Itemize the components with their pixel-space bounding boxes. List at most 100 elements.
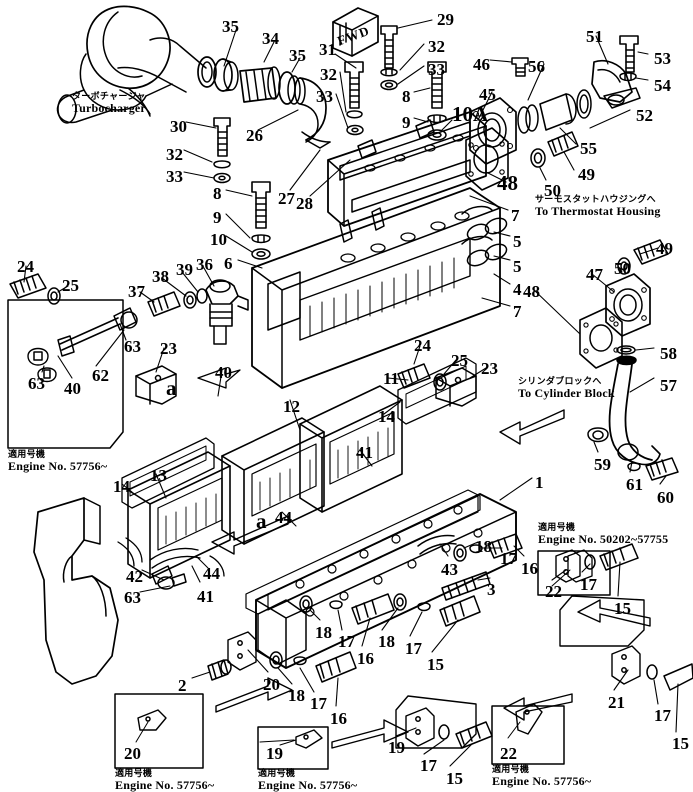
part-number-callout: 10A bbox=[452, 102, 489, 126]
part-number-callout: 7 bbox=[511, 206, 520, 225]
part-number-callout: 8 bbox=[402, 87, 411, 106]
part-number-callout: 8 bbox=[213, 184, 222, 203]
note-caption-jp: 適用号機 bbox=[492, 765, 530, 775]
part-number-callout: 10 bbox=[210, 230, 227, 249]
part-number-callout: 25 bbox=[451, 351, 468, 370]
part-number-callout: 4 bbox=[513, 280, 522, 299]
part-number-callout: 17 bbox=[420, 756, 437, 775]
label-cylinder-block: シリンダブロックへ To Cylinder Block bbox=[518, 377, 615, 400]
part-number-callout: 7 bbox=[513, 302, 522, 321]
part-number-callout: 32 bbox=[320, 65, 337, 84]
part-number-callout: 35 bbox=[222, 17, 239, 36]
part-number-callout: 51 bbox=[586, 27, 603, 46]
note-caption-jp: 適用号機 bbox=[538, 523, 576, 533]
part-number-callout: 17 bbox=[500, 549, 517, 568]
part-number-callout: 63 bbox=[124, 588, 141, 607]
part-number-callout: 17 bbox=[310, 694, 327, 713]
note-caption-jp: 適用号機 bbox=[258, 769, 296, 779]
part-number-callout: 60 bbox=[657, 488, 674, 507]
part-number-callout: 40 bbox=[64, 379, 81, 398]
part-number-callout: 32 bbox=[428, 37, 445, 56]
part-number-callout: 16 bbox=[357, 649, 374, 668]
part-number-callout: 18 bbox=[288, 686, 305, 705]
part-number-callout: 27 bbox=[278, 189, 295, 208]
part-number-callout: 32 bbox=[166, 145, 183, 164]
part-number-callout: 54 bbox=[654, 76, 671, 95]
part-number-callout: 53 bbox=[654, 49, 671, 68]
part-number-callout: 17 bbox=[338, 632, 355, 651]
part-number-callout: a bbox=[166, 376, 177, 400]
part-number-callout: 45 bbox=[479, 85, 496, 104]
part-number-callout: 23 bbox=[481, 359, 498, 378]
part-number-callout: 20 bbox=[263, 675, 280, 694]
part-number-callout: 23 bbox=[160, 339, 177, 358]
part-number-callout: 25 bbox=[62, 276, 79, 295]
part-number-callout: 22 bbox=[500, 744, 517, 763]
part-number-callout: 5 bbox=[513, 232, 522, 251]
part-number-callout: 41 bbox=[197, 587, 214, 606]
part-number-callout: 14 bbox=[113, 477, 130, 496]
part-number-callout: 42 bbox=[126, 567, 143, 586]
part-number-callout: 44 bbox=[275, 508, 292, 527]
part-number-callout: 14 bbox=[378, 407, 395, 426]
part-number-callout: 31 bbox=[319, 40, 336, 59]
part-number-callout: 5 bbox=[513, 257, 522, 276]
part-number-callout: 2 bbox=[178, 676, 187, 695]
part-number-callout: 26 bbox=[246, 126, 263, 145]
part-number-callout: 20 bbox=[124, 744, 141, 763]
label-thermostat-housing: サーモスタットハウジングへ To Thermostat Housing bbox=[535, 195, 661, 219]
part-number-callout: 9 bbox=[213, 208, 222, 227]
part-number-callout: 29 bbox=[437, 10, 454, 29]
part-number-callout: 50 bbox=[614, 259, 631, 278]
part-number-callout: 48 bbox=[497, 171, 518, 195]
part-number-callout: a bbox=[256, 509, 267, 533]
part-number-callout: 33 bbox=[316, 87, 333, 106]
part-number-callout: 37 bbox=[128, 282, 145, 301]
part-number-callout: 11 bbox=[383, 369, 400, 388]
part-number-callout: 43 bbox=[441, 560, 458, 579]
part-number-callout: 56 bbox=[528, 57, 545, 76]
part-number-callout: 18 bbox=[315, 623, 332, 642]
part-number-callout: 46 bbox=[473, 55, 490, 74]
note-caption-en: Engine No. 57756~ bbox=[115, 778, 215, 792]
note-caption-bottom-20: 適用号機 Engine No. 57756~ bbox=[115, 769, 215, 792]
part-number-callout: 12 bbox=[283, 397, 300, 416]
part-number-callout: 41 bbox=[356, 443, 373, 462]
part-number-callout: 58 bbox=[660, 344, 677, 363]
label-cylinder-block-jp: シリンダブロックへ bbox=[518, 377, 602, 387]
part-number-callout: 15 bbox=[427, 655, 444, 674]
part-number-callout: 36 bbox=[196, 255, 213, 274]
part-number-callout: 63 bbox=[124, 337, 141, 356]
part-number-callout: 55 bbox=[580, 139, 597, 158]
part-number-callout: 3 bbox=[487, 580, 496, 599]
part-number-callout: 61 bbox=[626, 475, 643, 494]
part-number-callout: 59 bbox=[594, 455, 611, 474]
part-number-callout: 18 bbox=[475, 537, 492, 556]
part-number-callout: 16 bbox=[330, 709, 347, 728]
note-caption-right-50202: 適用号機 Engine No. 50202~57755 bbox=[538, 523, 669, 547]
label-turbocharger-en: Turbocharger bbox=[72, 101, 146, 116]
part-number-callout: 34 bbox=[262, 29, 279, 48]
note-caption-en: Engine No. 50202~57755 bbox=[538, 532, 669, 547]
part-number-callout: 15 bbox=[614, 599, 631, 618]
part-number-callout: 17 bbox=[654, 706, 671, 725]
part-number-callout: 22 bbox=[545, 582, 562, 601]
note-caption-jp: 適用号機 bbox=[115, 769, 153, 779]
note-caption-jp: 適用号機 bbox=[8, 450, 46, 460]
part-number-callout: 47 bbox=[586, 265, 603, 284]
part-number-callout: 44 bbox=[203, 564, 220, 583]
note-caption-bottom-19: 適用号機 Engine No. 57756~ bbox=[258, 769, 357, 792]
part-number-callout: 15 bbox=[446, 769, 463, 788]
part-number-callout: 17 bbox=[405, 639, 422, 658]
label-thermostat-housing-en: To Thermostat Housing bbox=[535, 204, 661, 219]
part-number-callout: 28 bbox=[296, 194, 313, 213]
part-number-callout: 35 bbox=[289, 46, 306, 65]
part-number-callout: 16 bbox=[521, 559, 538, 578]
part-number-callout: 38 bbox=[152, 267, 169, 286]
part-number-callout: 50 bbox=[544, 181, 561, 200]
note-caption-en: Engine No. 57756~ bbox=[8, 459, 108, 474]
part-number-callout: 62 bbox=[92, 366, 109, 385]
part-number-callout: 21 bbox=[608, 693, 625, 712]
